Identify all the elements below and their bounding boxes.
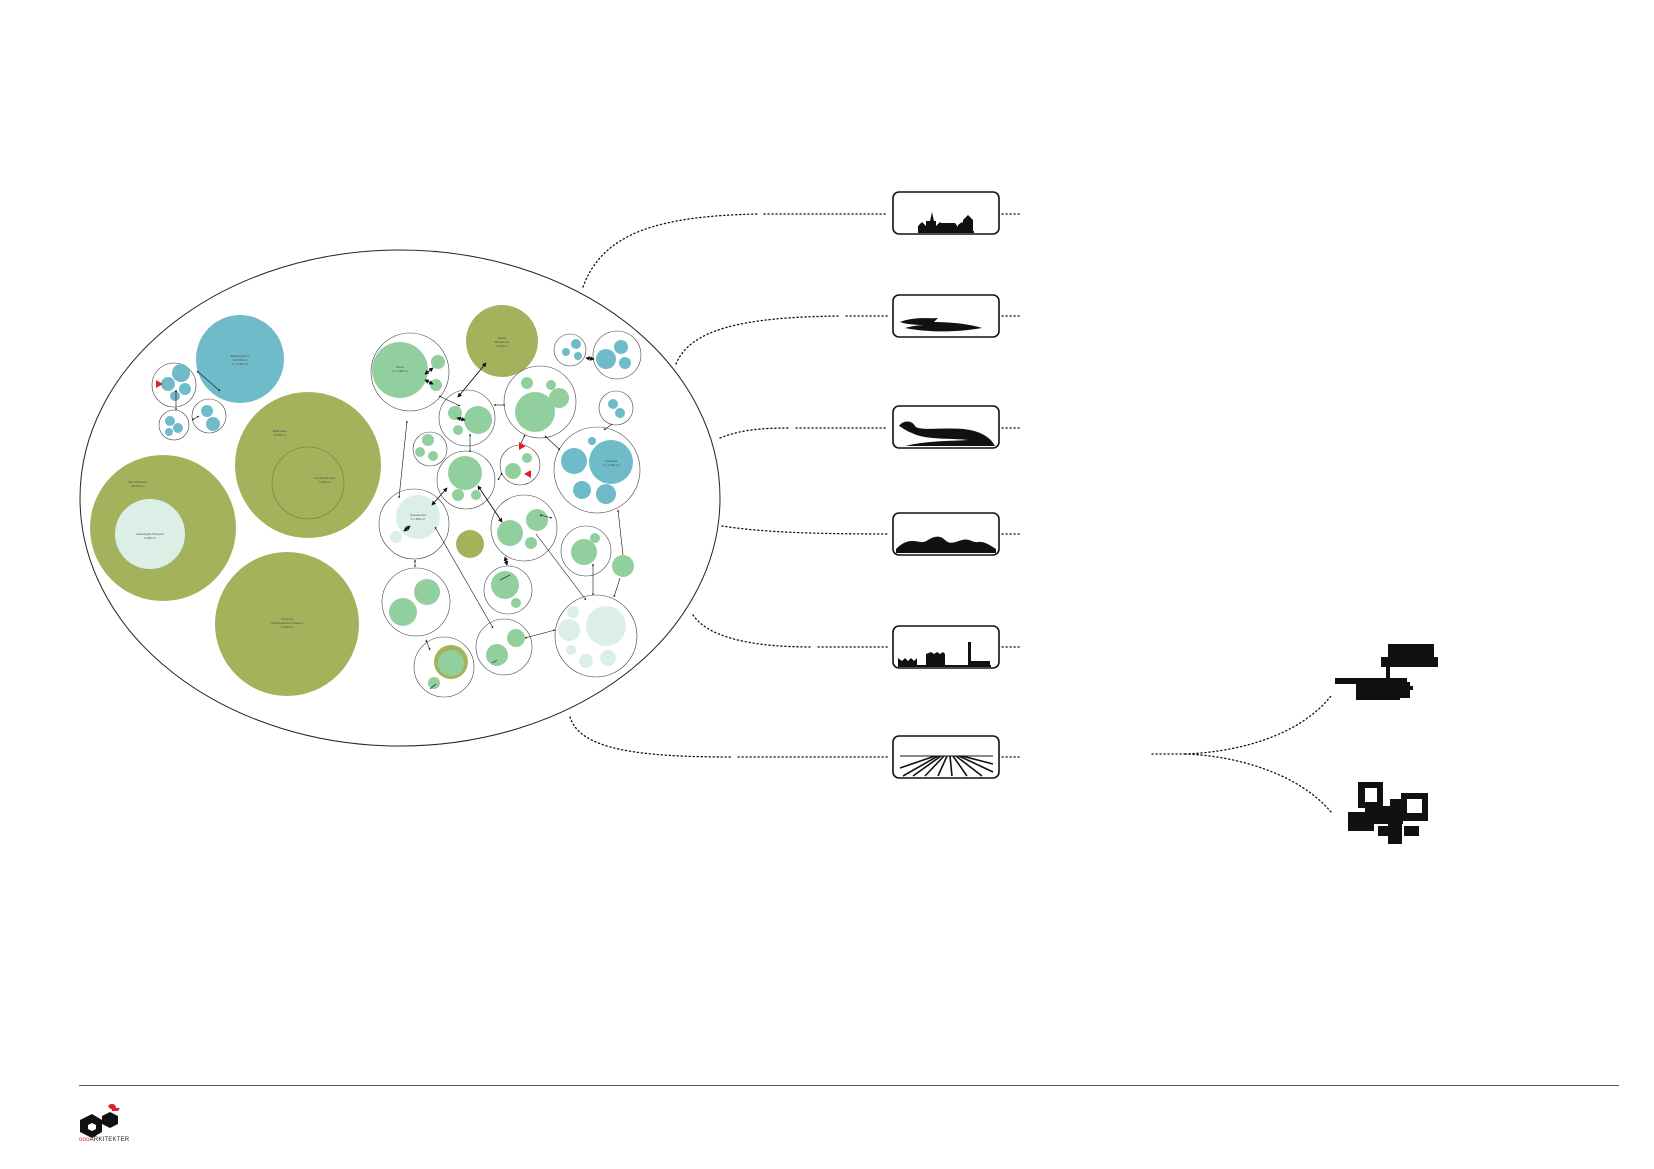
svg-text:Restaurant: Restaurant: [495, 340, 510, 344]
svg-text:9 000 m²: 9 000 m²: [281, 625, 293, 629]
connector-arrows: [398, 356, 624, 690]
factory-icon: [892, 625, 1000, 669]
svg-text:Arkeologisk Museum: Arkeologisk Museum: [136, 532, 164, 536]
svg-text:Biblioteket: Biblioteket: [273, 429, 287, 433]
entry-marker: [519, 442, 526, 450]
green-cluster-center: Scene 1 x 1 000 m² Studio Restaurant 1 0…: [370, 305, 638, 698]
svg-text:Kunst og: Kunst og: [281, 617, 293, 621]
svg-text:Kunstsenter: Kunstsenter: [410, 513, 426, 517]
company-logo-text: оооARKITEKTER: [79, 1137, 129, 1143]
program-ellipse: [79, 249, 721, 747]
svg-text:Kulturhistorisk museum: Kulturhistorisk museum: [271, 621, 303, 625]
svg-text:Blokkmuseum: Blokkmuseum: [231, 354, 250, 358]
svg-text:2 000 m²: 2 000 m²: [144, 536, 156, 540]
svg-text:15 000 m²: 15 000 m²: [131, 484, 145, 488]
svg-text:8 000 m²: 8 000 m²: [274, 433, 286, 437]
svg-text:Studio: Studio: [498, 336, 507, 340]
svg-text:1 x 500 m²: 1 x 500 m²: [411, 517, 425, 521]
field-rows-icon: [892, 735, 1000, 779]
footer-divider: [79, 1085, 1619, 1086]
landscape-connectors: [569, 213, 1332, 813]
village-skyline-icon: [892, 191, 1000, 235]
svg-text:1 000 m²: 1 000 m²: [496, 344, 508, 348]
svg-text:1 x 1 000 m²: 1 x 1 000 m²: [232, 362, 249, 366]
svg-text:Kunstinstitusjon: Kunstinstitusjon: [314, 476, 335, 480]
blue-cluster-left: Blokkmuseum 100 000 m² 1 x 1 000 m²: [151, 315, 284, 441]
svg-text:100 000 m²: 100 000 m²: [232, 358, 247, 362]
svg-text:Scene: Scene: [396, 365, 405, 369]
svg-text:5 000 m²: 5 000 m²: [319, 480, 331, 484]
building-cluster-b-icon: [1348, 782, 1428, 844]
logo-prefix: ооо: [79, 1137, 90, 1143]
svg-text:Tema Museum: Tema Museum: [128, 480, 148, 484]
building-cluster-a-icon: [1335, 644, 1438, 700]
olive-cluster: Tema Museum 15 000 m² Arkeologisk Museum…: [90, 392, 381, 696]
company-logo-icon: [80, 1103, 120, 1138]
blue-cluster-right: Teatersal 1 x 1 000 m²: [553, 330, 642, 514]
lake-icon: [892, 294, 1000, 338]
river-icon: [892, 405, 1000, 449]
logo-name: ARKITEKTER: [89, 1137, 130, 1143]
svg-text:1 x 1 000 m²: 1 x 1 000 m²: [603, 463, 620, 467]
hills-icon: [892, 512, 1000, 556]
svg-text:1 x 1 000 m²: 1 x 1 000 m²: [392, 369, 409, 373]
svg-text:Teatersal: Teatersal: [605, 459, 618, 463]
